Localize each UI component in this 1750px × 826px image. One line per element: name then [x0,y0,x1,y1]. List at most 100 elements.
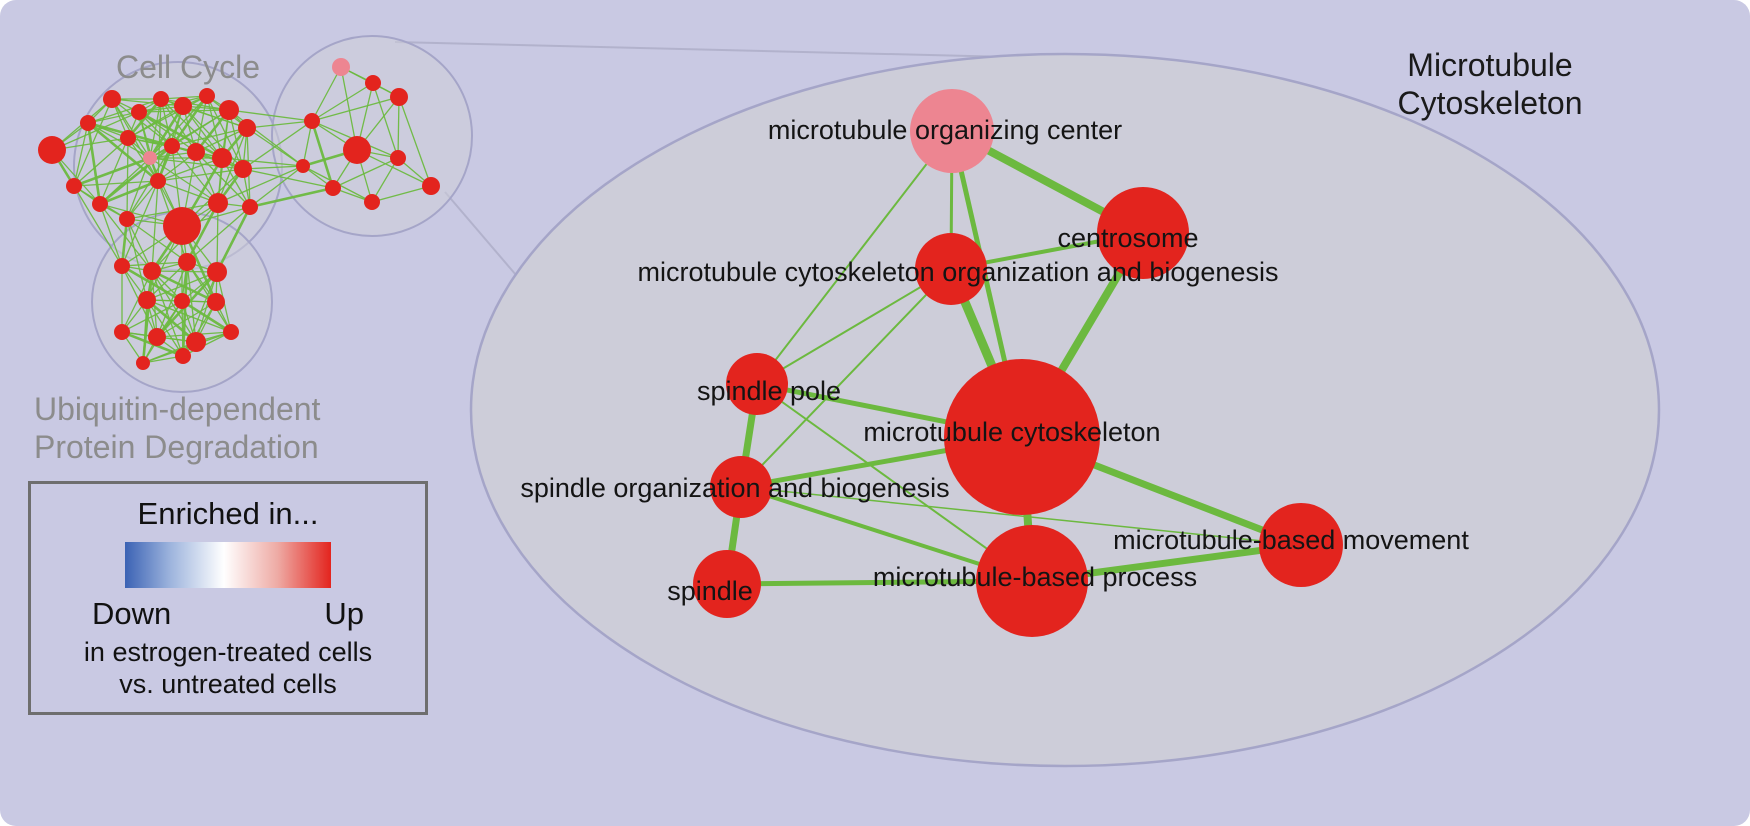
title-line-microtubule: Microtubule [1407,47,1573,83]
overview-edge [157,168,244,182]
overview-edge [138,95,208,113]
overview-node [148,328,166,346]
overview-edge [249,186,334,209]
overview-edge [149,95,208,159]
overview-node [153,91,169,107]
overview-edge [99,144,173,206]
overview-edge [157,180,219,204]
overview-node [223,324,239,340]
detail-edge-mco-spindle-pole [756,268,952,385]
overview-edge [151,180,159,272]
detail-node-label-sob: spindle organization and biogenesis [520,473,949,503]
overview-edge [171,109,230,147]
overview-edge [171,127,248,147]
overview-edge [397,96,400,159]
overview-edge [73,137,129,187]
detail-node-spindle-pole [726,353,788,415]
detail-node-mtc [944,359,1100,515]
detail-node-label-spindle: spindle [667,576,753,606]
overview-node [199,88,215,104]
overview-node [143,262,161,280]
overview-node [163,207,201,245]
overview-edge [86,122,102,205]
overview-node [390,88,408,106]
overview-edge [151,270,218,273]
overview-edge [371,157,399,203]
overview-edge [142,299,148,364]
legend-title: Enriched in... [137,496,319,531]
overview-edge [242,168,334,189]
overview-edge [73,180,159,187]
detail-node-label-mco: microtubule cytoskeleton organization an… [638,257,1279,287]
legend-down-label: Down [92,596,172,631]
overview-edge [311,96,400,122]
detail-edge-moc-spindle-pole [756,130,953,385]
detail-node-label-spindle-pole: spindle pole [697,376,841,406]
legend-endpoint-labels: Down Up [92,596,364,632]
overview-edge [146,261,188,301]
overview-node [103,90,121,108]
overview-edge [127,98,162,139]
overview-node [175,348,191,364]
overview-edge [195,95,208,153]
overview-node [92,196,108,212]
overview-edge [185,202,220,263]
overview-node [114,258,130,274]
legend-caption-line1: in estrogen-treated cells [83,637,373,667]
overview-node [80,115,96,131]
overview-edge [182,331,232,357]
overview-node [325,180,341,196]
detail-node-spindle [693,550,761,618]
overview-node [136,356,150,370]
overview-node [390,150,406,166]
overview-node [422,177,440,195]
overview-edge [216,202,219,273]
overview-edge [246,120,313,129]
overview-node [207,293,225,311]
overview-edge [127,95,208,139]
detail-node-mco [915,233,987,305]
overview-node [143,151,157,165]
overview-edge [121,270,153,333]
overview-edge [311,82,374,122]
overview-edge [170,95,209,147]
overview-edge [332,157,399,189]
detail-node-mbm [1259,503,1343,587]
overview-edge [371,185,432,203]
detail-node-centrosome [1097,187,1189,279]
overview-edge [73,156,151,188]
detail-node-moc [910,89,994,173]
overview-edge [221,157,304,167]
overview-edge [228,109,304,167]
overview-edge [121,300,183,333]
overview-edge [99,203,123,267]
overview-node [164,138,180,154]
overview-edge [149,98,162,159]
overview-edge [99,179,159,206]
zoom-connector-line [394,41,1011,58]
overview-edge [151,270,197,343]
detail-edge-spindle-pole-mbp [756,383,1033,582]
overview-edge [249,165,304,208]
detail-node-mbp [976,525,1088,637]
overview-edge [73,185,123,267]
overview-edge [148,105,185,159]
overview-node [242,199,258,215]
overview-edge [372,82,399,159]
title-line-protein-degradation: Protein Degradation [34,429,319,465]
overview-edge [121,180,159,267]
overview-edge [111,98,151,159]
overview-node [150,173,166,189]
overview-node [120,130,136,146]
title-line-cytoskeleton: Cytoskeleton [1397,85,1583,121]
overview-edge [73,122,89,187]
overview-node [212,148,232,168]
overview-edge [310,120,335,189]
overview-edge [398,96,432,187]
overview-node [38,136,66,164]
detail-node-label-centrosome: centrosome [1057,223,1198,253]
overview-edge [149,157,219,204]
overview-edge [195,151,251,208]
overview-node [131,104,147,120]
overview-node [186,332,206,352]
